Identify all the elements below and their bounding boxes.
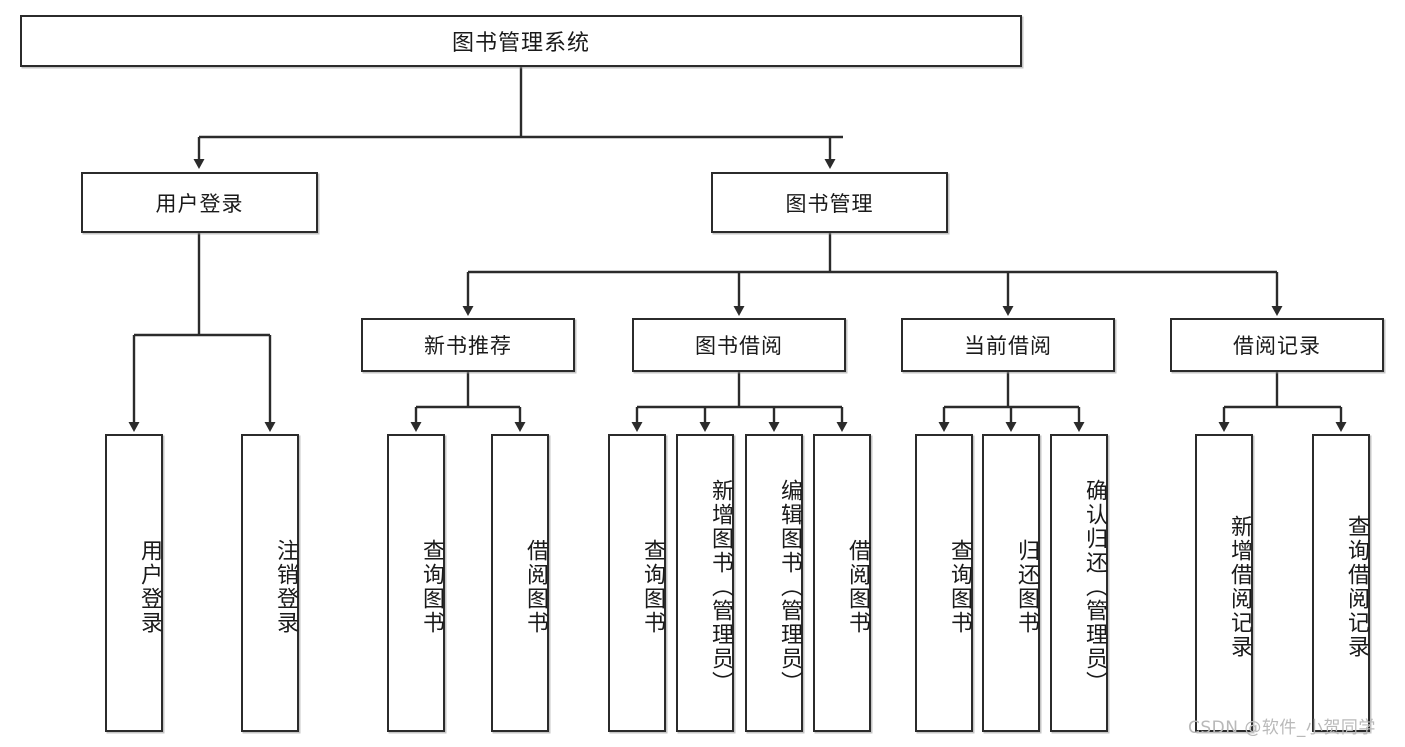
watermark: CSDN @软件_小贺同学 <box>1188 718 1376 738</box>
leaf-user-login-login[interactable]: 用户登录 <box>105 434 163 732</box>
leaf-recommend-borrow-book[interactable]: 借阅图书 <box>491 434 549 732</box>
leaf-current-confirm-return-admin[interactable]: 确认归还（管理员） <box>1050 434 1108 732</box>
leaf-record-add-record[interactable]: 新增借阅记录 <box>1195 434 1253 732</box>
node-label: 查询图书 <box>419 539 444 635</box>
node-label: 图书管理系统 <box>451 31 590 56</box>
leaf-borrow-edit-book-admin[interactable]: 编辑图书（管理员） <box>745 434 803 732</box>
node-label: 查询图书 <box>947 539 972 635</box>
node-user-login[interactable]: 用户登录 <box>81 172 318 233</box>
leaf-recommend-query-book[interactable]: 查询图书 <box>387 434 445 732</box>
node-label: 用户登录 <box>137 539 162 635</box>
node-borrow-record[interactable]: 借阅记录 <box>1170 318 1384 372</box>
leaf-borrow-query-book[interactable]: 查询图书 <box>608 434 666 732</box>
node-label: 新书推荐 <box>424 334 512 358</box>
node-label: 借阅图书 <box>523 539 548 635</box>
node-label: 新增图书（管理员） <box>708 479 733 695</box>
node-label: 归还图书 <box>1014 539 1039 635</box>
node-label: 借阅记录 <box>1233 334 1321 358</box>
node-label: 用户登录 <box>155 191 244 216</box>
node-book-management[interactable]: 图书管理 <box>711 172 948 233</box>
node-label: 图书管理 <box>785 191 874 216</box>
node-label: 新增借阅记录 <box>1227 515 1252 659</box>
node-label: 确认归还（管理员） <box>1082 479 1107 695</box>
node-label: 借阅图书 <box>845 539 870 635</box>
leaf-user-login-logout[interactable]: 注销登录 <box>241 434 299 732</box>
leaf-current-query-book[interactable]: 查询图书 <box>915 434 973 732</box>
node-new-book-recommend[interactable]: 新书推荐 <box>361 318 575 372</box>
node-label: 查询借阅记录 <box>1344 515 1369 659</box>
node-label: 注销登录 <box>273 539 298 635</box>
leaf-borrow-borrow-book[interactable]: 借阅图书 <box>813 434 871 732</box>
node-label: 查询图书 <box>640 539 665 635</box>
node-root-system[interactable]: 图书管理系统 <box>20 15 1022 67</box>
leaf-borrow-add-book-admin[interactable]: 新增图书（管理员） <box>676 434 734 732</box>
node-book-borrow[interactable]: 图书借阅 <box>632 318 846 372</box>
node-label: 当前借阅 <box>964 334 1052 358</box>
node-label: 图书借阅 <box>695 334 783 358</box>
node-label: 编辑图书（管理员） <box>777 479 802 695</box>
leaf-record-query-record[interactable]: 查询借阅记录 <box>1312 434 1370 732</box>
leaf-current-return-book[interactable]: 归还图书 <box>982 434 1040 732</box>
node-current-borrow[interactable]: 当前借阅 <box>901 318 1115 372</box>
